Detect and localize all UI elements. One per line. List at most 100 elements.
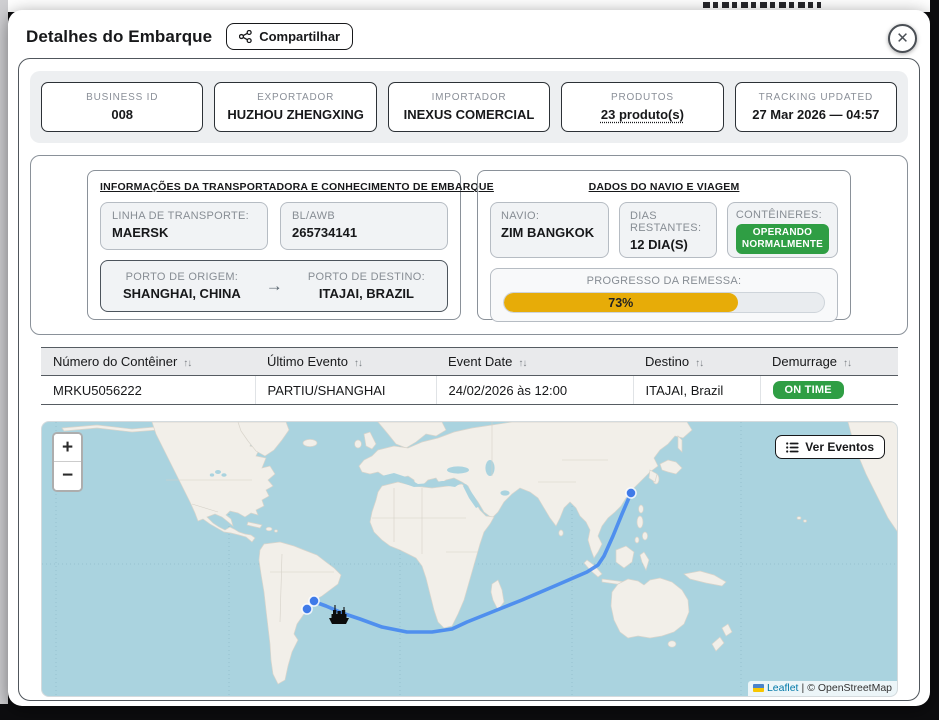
- exporter-value: HUZHOU ZHENGXING: [227, 107, 364, 122]
- transport-line-field: LINHA DE TRANSPORTE: MAERSK: [100, 202, 268, 250]
- origin-port-value: SHANGHAI, CHINA: [123, 286, 241, 301]
- close-icon: ✕: [896, 30, 909, 47]
- days-remaining-field: DIAS RESTANTES: 12 DIA(S): [619, 202, 717, 258]
- col-event-date: Event Date ↑↓: [436, 347, 633, 376]
- summary-label: IMPORTADOR: [431, 92, 507, 103]
- containers-status-badge[interactable]: OPERANDO NORMALMENTE: [735, 224, 829, 254]
- route-markers: [301, 487, 637, 615]
- background-page-text: [703, 2, 821, 8]
- destination-port: PORTO DE DESTINO: ITAJAI, BRAZIL: [308, 271, 425, 301]
- products-link[interactable]: 23 produto(s): [600, 107, 684, 122]
- summary-card-tracking-updated: TRACKING UPDATED 27 Mar 2026 — 04:57: [734, 82, 898, 132]
- cell-event-date: 24/02/2026 às 12:00: [436, 375, 634, 405]
- transport-line-value: MAERSK: [112, 225, 169, 240]
- col-label: Destino: [645, 354, 690, 369]
- bl-awb-label: BL/AWB: [292, 210, 335, 222]
- sort-icon[interactable]: ↑↓: [353, 358, 363, 369]
- share-button-label: Compartilhar: [259, 29, 341, 44]
- col-label: Event Date: [448, 354, 513, 369]
- osm-attribution: © OpenStreetMap: [807, 682, 892, 694]
- zoom-in-button[interactable]: +: [54, 434, 81, 462]
- country-borders: [166, 422, 608, 623]
- carrier-section: INFORMAÇÕES DA TRANSPORTADORA E CONHECIM…: [87, 170, 494, 320]
- ports-box: PORTO DE ORIGEM: SHANGHAI, CHINA → PORTO…: [100, 260, 448, 312]
- col-label: Demurrage: [772, 354, 838, 369]
- vessel-field: NAVIO: ZIM BANGKOK: [490, 202, 610, 258]
- summary-card-exporter: EXPORTADOR HUZHOU ZHENGXING: [214, 82, 377, 132]
- port-marker[interactable]: [301, 603, 313, 615]
- landmasses: [61, 422, 897, 685]
- route-map[interactable]: + − Ver Eventos Leaflet | © OpenStreetMa…: [41, 421, 898, 697]
- days-remaining-label: DIAS RESTANTES:: [630, 210, 702, 234]
- ship-icon[interactable]: [329, 605, 349, 624]
- cell-destination: ITAJAI, Brazil: [633, 375, 761, 405]
- business-id-value: 008: [111, 107, 134, 122]
- table-header-row: Número do Contêiner ↑↓ Último Evento ↑↓ Ev…: [41, 347, 898, 376]
- col-demurrage: Demurrage ↑↓: [760, 347, 898, 376]
- vessel-section: DADOS DO NAVIO E VIAGEM NAVIO: ZIM BANGK…: [477, 170, 851, 322]
- summary-label: TRACKING UPDATED: [758, 92, 873, 103]
- zoom-out-button[interactable]: −: [54, 462, 81, 490]
- sort-icon[interactable]: ↑↓: [518, 358, 527, 369]
- attribution-separator: |: [801, 682, 805, 694]
- col-label: Último Evento: [267, 354, 348, 369]
- destination-port-value: ITAJAI, BRAZIL: [318, 286, 414, 301]
- containers-field: CONTÊINERES: OPERANDO NORMALMENTE: [726, 202, 838, 258]
- sort-icon[interactable]: ↑↓: [843, 358, 852, 369]
- summary-card-importer: IMPORTADOR INEXUS COMERCIAL: [387, 82, 551, 132]
- col-last-event: Último Evento ↑↓: [255, 347, 436, 376]
- col-destination: Destino ↑↓: [633, 347, 760, 376]
- cell-last-event: PARTIU/SHANGHAI: [255, 375, 437, 405]
- shipping-route: [301, 487, 637, 634]
- port-marker[interactable]: [625, 487, 637, 499]
- vessel-section-title: DADOS DO NAVIO E VIAGEM: [588, 181, 740, 193]
- progress-label: PROGRESSO DA REMESSA:: [586, 275, 742, 287]
- carrier-section-title: INFORMAÇÕES DA TRANSPORTADORA E CONHECIM…: [100, 181, 494, 193]
- origin-port-label: PORTO DE ORIGEM:: [125, 271, 239, 283]
- origin-port: PORTO DE ORIGEM: SHANGHAI, CHINA: [123, 271, 241, 301]
- ukraine-flag-icon: [752, 684, 764, 692]
- sort-icon[interactable]: ↑↓: [183, 358, 192, 369]
- background-page-top-strip: [8, 0, 930, 12]
- transport-line-label: LINHA DE TRANSPORTE:: [112, 210, 250, 222]
- summary-strip: BUSINESS ID 008 EXPORTADOR HUZHOU ZHENGX…: [30, 71, 908, 143]
- port-marker[interactable]: [308, 595, 320, 607]
- progress-value: 73%: [608, 295, 634, 310]
- importer-value: INEXUS COMERCIAL: [403, 107, 535, 122]
- content-card: BUSINESS ID 008 EXPORTADOR HUZHOU ZHENGX…: [18, 58, 920, 701]
- bl-awb-value: 265734141: [292, 225, 358, 240]
- share-button[interactable]: Compartilhar: [226, 23, 354, 50]
- col-container-number: Número do Contêiner ↑↓: [41, 347, 255, 376]
- col-label: Número do Contêiner: [53, 354, 178, 369]
- modal-header: Detalhes do Embarque Compartilhar: [8, 10, 930, 56]
- world-map-svg: [42, 422, 897, 696]
- summary-card-products: PRODUTOS 23 produto(s): [561, 82, 724, 132]
- days-remaining-value: 12 DIA(S): [630, 237, 688, 252]
- view-events-label: Ver Eventos: [805, 440, 874, 454]
- progress-track: 73%: [503, 292, 825, 313]
- bl-awb-field: BL/AWB 265734141: [280, 202, 448, 250]
- view-events-button[interactable]: Ver Eventos: [775, 435, 885, 459]
- table-row[interactable]: MRKU5056222 PARTIU/SHANGHAI 24/02/2026 à…: [41, 375, 898, 405]
- progress-fill: 73%: [504, 293, 738, 312]
- cell-container-number: MRKU5056222: [41, 375, 256, 405]
- map-zoom-control: + −: [52, 432, 83, 492]
- modal-title: Detalhes do Embarque: [26, 26, 213, 46]
- shipment-details-modal: Detalhes do Embarque Compartilhar ✕ BUSI…: [8, 10, 930, 706]
- leaflet-link[interactable]: Leaflet: [766, 682, 799, 694]
- summary-label: EXPORTADOR: [257, 92, 335, 103]
- list-icon: [786, 441, 799, 453]
- sort-icon[interactable]: ↑↓: [695, 358, 704, 369]
- summary-card-business-id: BUSINESS ID 008: [41, 82, 204, 132]
- tracking-updated-value: 27 Mar 2026 — 04:57: [752, 107, 880, 122]
- vessel-label: NAVIO:: [501, 210, 540, 222]
- destination-port-label: PORTO DE DESTINO:: [307, 271, 425, 283]
- info-sections: INFORMAÇÕES DA TRANSPORTADORA E CONHECIM…: [30, 155, 908, 335]
- shipment-progress: PROGRESSO DA REMESSA: 73%: [490, 268, 838, 322]
- route-arrow-icon: →: [265, 276, 283, 295]
- share-nodes-icon: [239, 30, 252, 43]
- close-button[interactable]: ✕: [888, 24, 917, 53]
- containers-table: Número do Contêiner ↑↓ Último Evento ↑↓ Ev…: [41, 347, 898, 405]
- cell-demurrage: ON TIME: [760, 375, 898, 405]
- vessel-value: ZIM BANGKOK: [501, 225, 595, 240]
